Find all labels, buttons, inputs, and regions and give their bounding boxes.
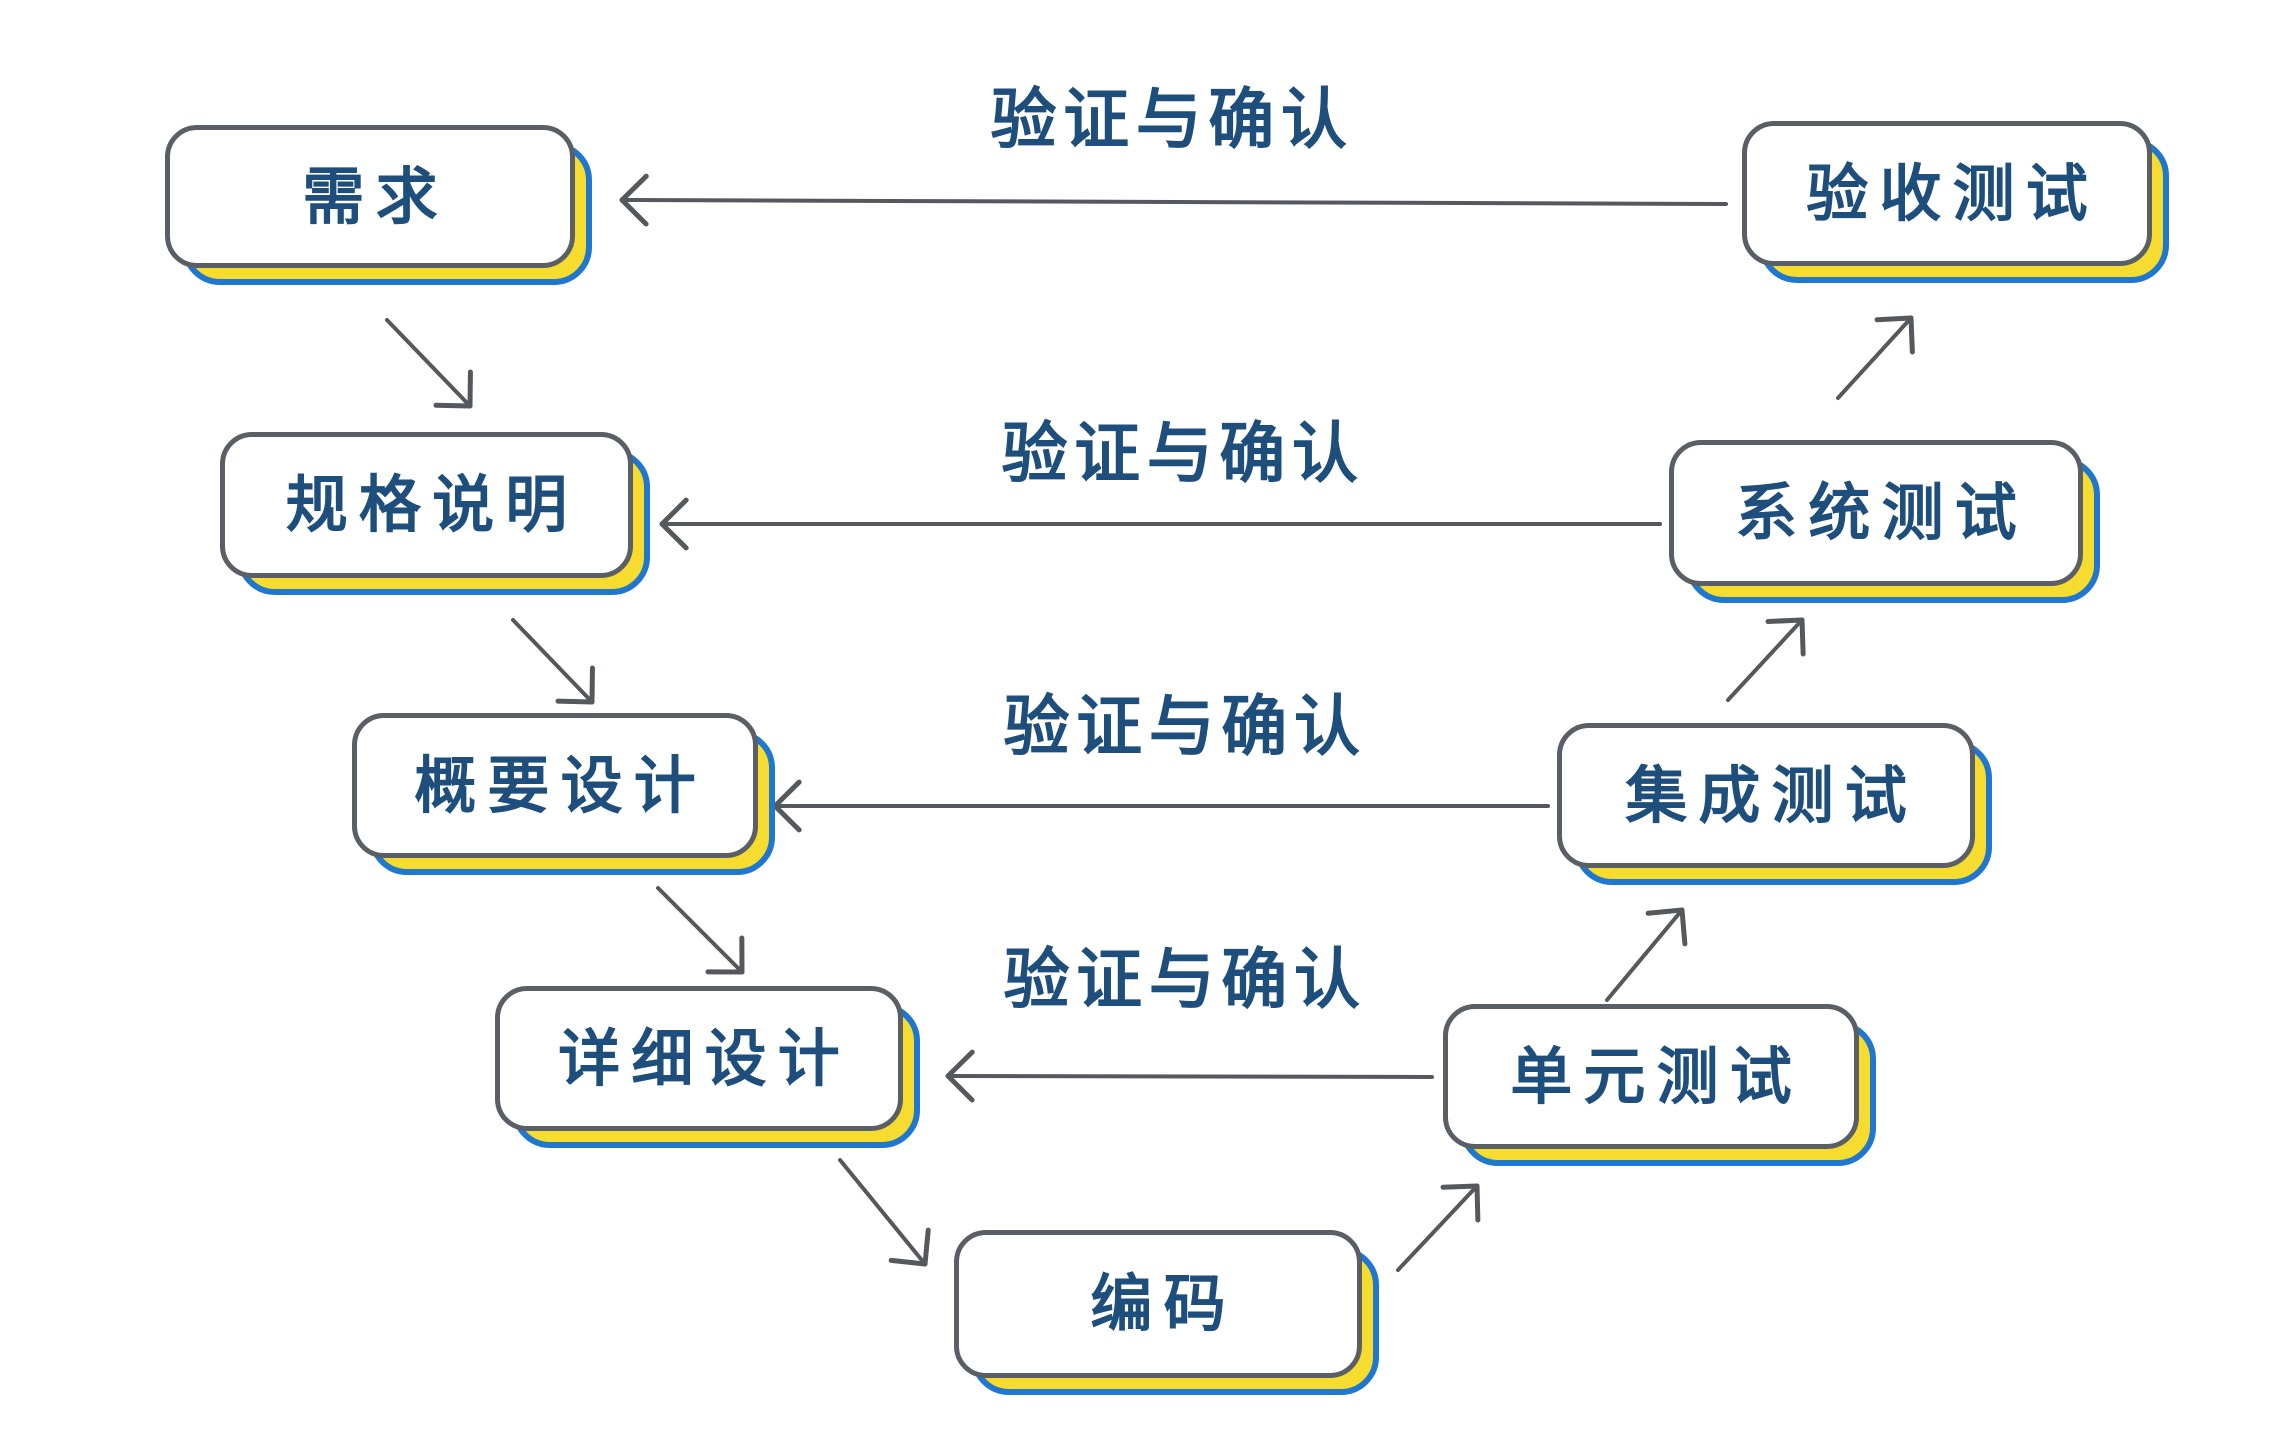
arrow-system_test-to-specification: [659, 497, 1662, 551]
node-detailed-design: 详细设计: [495, 986, 920, 1148]
node-specification: 规格说明: [220, 432, 650, 595]
arrow-requirements-to-specification: [385, 318, 473, 409]
arrow-unit_test-to-detailed_design: [945, 1049, 1434, 1103]
node-face: 单元测试: [1443, 1004, 1859, 1149]
node-label: 单元测试: [1510, 1039, 1803, 1113]
node-face: 编码: [954, 1230, 1362, 1378]
node-label: 系统测试: [1735, 476, 2028, 549]
vv-caption-2: 验证与确认: [1001, 415, 1365, 492]
node-face: 需求: [165, 125, 575, 268]
node-face: 集成测试: [1557, 723, 1975, 868]
node-integration-test: 集成测试: [1557, 723, 1992, 885]
arrow-system_test-to-acceptance_test: [1836, 315, 1915, 400]
vv-caption-1: 验证与确认: [990, 81, 1354, 158]
node-high-level-design: 概要设计: [352, 713, 775, 875]
arrow-high_level_design-to-detailed_design: [656, 886, 745, 975]
node-face: 详细设计: [495, 986, 903, 1131]
arrow-specification-to-high_level_design: [511, 618, 595, 705]
node-face: 系统测试: [1669, 440, 2083, 586]
arrow-unit_test-to-integration_test: [1605, 907, 1688, 1002]
node-label: 规格说明: [285, 468, 579, 541]
node-label: 编码: [1090, 1267, 1237, 1340]
node-coding: 编码: [954, 1230, 1379, 1395]
arrow-acceptance_test-to-requirements: [619, 173, 1728, 227]
node-face: 规格说明: [220, 432, 633, 578]
node-label: 集成测试: [1625, 758, 1918, 832]
node-requirements: 需求: [165, 125, 592, 285]
node-unit-test: 单元测试: [1443, 1004, 1876, 1166]
node-face: 概要设计: [352, 713, 758, 858]
arrow-integration_test-to-system_test: [1726, 617, 1806, 702]
arrow-coding-to-unit_test: [1396, 1183, 1481, 1272]
node-label: 需求: [302, 159, 449, 233]
node-label: 验收测试: [1806, 156, 2099, 230]
node-face: 验收测试: [1742, 121, 2152, 266]
node-label: 概要设计: [414, 748, 707, 822]
node-acceptance-test: 验收测试: [1742, 121, 2169, 283]
node-system-test: 系统测试: [1669, 440, 2100, 603]
vv-caption-3: 验证与确认: [1003, 688, 1367, 765]
vv-caption-4: 验证与确认: [1003, 941, 1367, 1018]
node-label: 详细设计: [558, 1021, 851, 1095]
arrow-detailed_design-to-coding: [838, 1158, 931, 1267]
arrow-integration_test-to-high_level_design: [772, 779, 1550, 833]
